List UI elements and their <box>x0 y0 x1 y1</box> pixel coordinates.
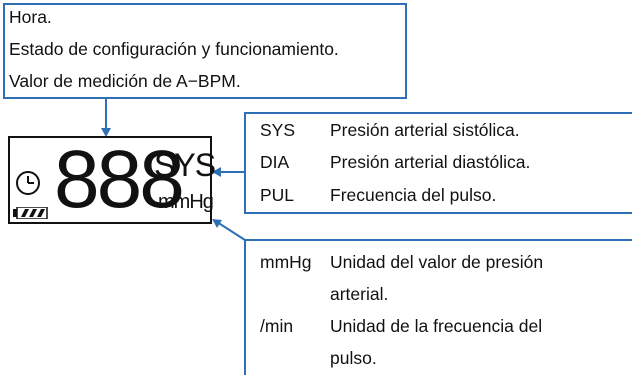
display-sys-label: SYS <box>154 147 216 183</box>
right-connector-1-arrowhead <box>212 167 221 177</box>
top-callout-box <box>3 3 407 99</box>
row-pul-desc: Frecuencia del pulso. <box>330 185 497 205</box>
row-dia: DIA Presión arterial diastólica. <box>260 149 530 176</box>
row-min: /min Unidad de la frecuencia del <box>260 313 542 340</box>
right-callout-1-border <box>244 112 632 214</box>
display-digits: 888 <box>54 134 185 225</box>
row-min-desc-2: pulso. <box>330 348 377 368</box>
clock-icon <box>16 171 40 195</box>
row-mmhg-key: mmHg <box>260 252 312 272</box>
row-mmhg-desc-1: Unidad del valor de presión <box>330 252 544 272</box>
top-callout-line-3: Valor de medición de A−BPM. <box>9 71 241 91</box>
row-mmhg: mmHg Unidad del valor de presión <box>260 249 543 276</box>
lcd-display <box>8 136 212 224</box>
row-mmhg-desc-2: arterial. <box>330 284 389 304</box>
row-pul: PUL Frecuencia del pulso. <box>260 182 496 209</box>
row-sys-key: SYS <box>260 120 296 140</box>
row-min-key: /min <box>260 316 294 336</box>
top-callout-line-2: Estado de configuración y funcionamiento… <box>9 39 339 59</box>
display-unit-label: mmHg <box>158 191 214 213</box>
row-sys: SYS Presión arterial sistólica. <box>260 117 520 144</box>
row-dia-key: DIA <box>260 152 290 172</box>
row-dia-desc: Presión arterial diastólica. <box>330 152 531 172</box>
battery-icon <box>13 207 48 219</box>
top-callout-line-1: Hora. <box>9 7 52 27</box>
row-pul-key: PUL <box>260 185 295 205</box>
row-sys-desc: Presión arterial sistólica. <box>330 120 520 140</box>
row-min-desc-1: Unidad de la frecuencia del <box>330 316 543 336</box>
right-connector-2-line <box>216 221 246 241</box>
right-connector-2-arrowhead <box>212 219 222 228</box>
top-connector-arrowhead <box>101 128 111 137</box>
